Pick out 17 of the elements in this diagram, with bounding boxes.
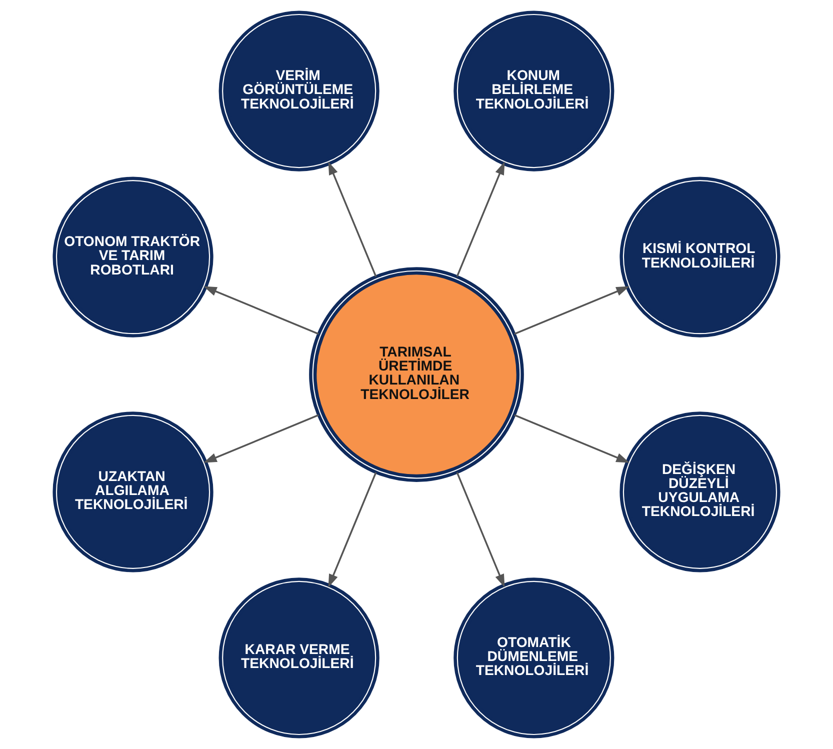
node-circle: KONUM BELİRLEME TEKNOLOJİLERİ bbox=[454, 10, 614, 172]
arrow bbox=[514, 414, 630, 463]
node-circle: TARIMSAL ÜRETİMDE KULLANILAN TEKNOLOJİLER bbox=[309, 267, 524, 482]
node-circle: DEĞİŞKEN DÜZEYLİ UYGULAMA TEKNOLOJİLERİ bbox=[620, 412, 780, 572]
arrow bbox=[204, 286, 319, 335]
arrow bbox=[456, 472, 505, 588]
arrow bbox=[204, 414, 319, 463]
node-circle: KISMİ KONTROL TEKNOLOJİLERİ bbox=[620, 176, 780, 338]
node-circle: OTOMATİK DÜMENLEME TEKNOLOJİLERİ bbox=[454, 578, 614, 738]
arrow bbox=[328, 162, 377, 277]
arrow bbox=[514, 286, 630, 335]
arrow bbox=[456, 162, 505, 277]
node-circle: UZAKTAN ALGILAMA TEKNOLOJİLERİ bbox=[52, 412, 214, 572]
node-circle: OTONOM TRAKTÖR VE TARIM ROBOTLARI bbox=[52, 176, 214, 338]
arrow bbox=[328, 472, 377, 588]
node-circle: VERİM GÖRÜNTÜLEME TEKNOLOJİLERİ bbox=[218, 10, 380, 172]
node-circle: KARAR VERME TEKNOLOJİLERİ bbox=[218, 578, 380, 738]
